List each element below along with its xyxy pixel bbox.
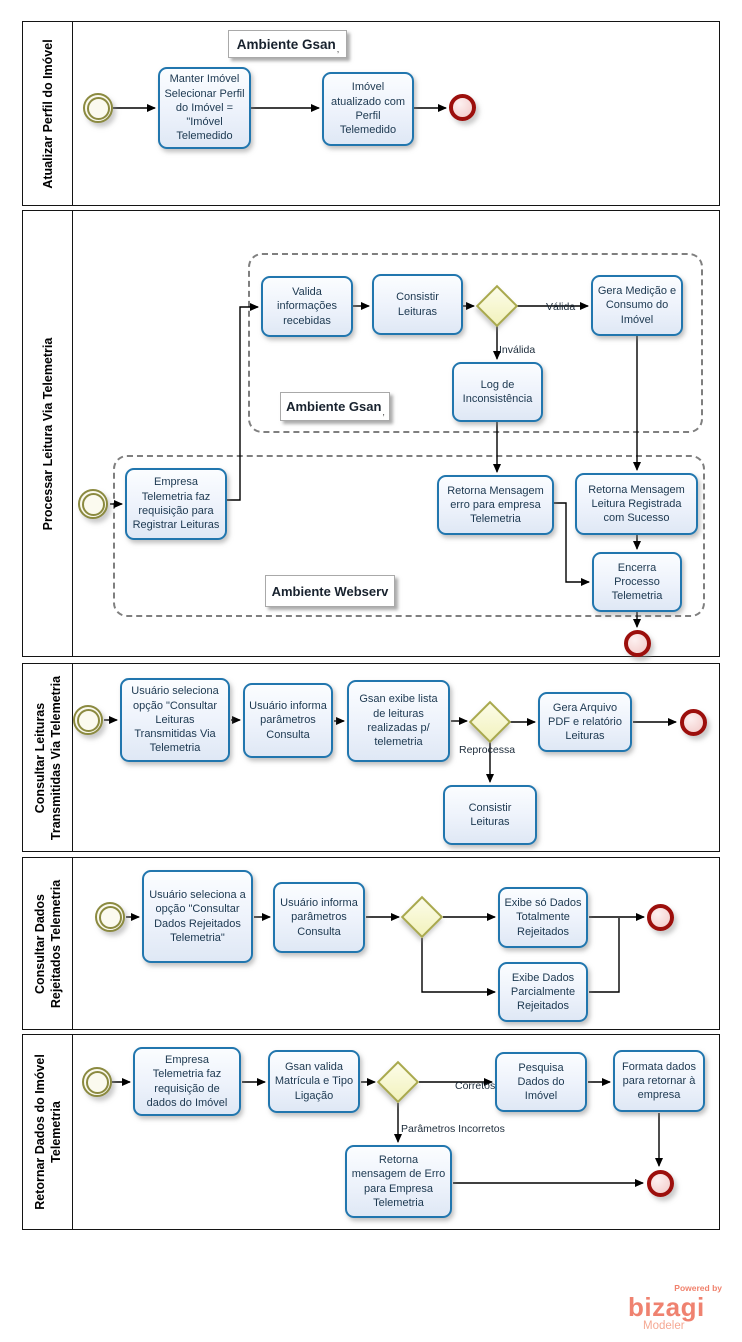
task-label: Gsan exibe lista de leituras realizadas … <box>359 693 438 749</box>
task-label: Gsan valida Matrícula e Tipo Ligação <box>274 1061 354 1102</box>
group-ambiente-webserv[interactable] <box>113 455 705 617</box>
gateway-leitura-valida[interactable] <box>475 284 519 328</box>
task-label: Exibe Dados Parcialmente Rejeitados <box>510 971 576 1013</box>
task-label: Retorna mensagem de Erro para Empresa Te… <box>351 1153 446 1209</box>
task-gera-medicao[interactable]: Gera Medição e Consumo do Imóvel <box>591 275 683 336</box>
annotation-ambiente-gsan-lane2[interactable]: Ambiente Gsan, <box>280 392 390 421</box>
task-usuario-seleciona-dados-rejeitados[interactable]: Usuário seleciona a opção "Consultar Dad… <box>142 870 253 963</box>
task-retorna-mensagem-erro-l5[interactable]: Retorna mensagem de Erro para Empresa Te… <box>345 1145 452 1218</box>
task-label: Encerra Processo Telemetria <box>611 561 663 603</box>
edge-label-corretos: Corretos <box>455 1080 496 1092</box>
task-label: Empresa Telemetria faz requisição de dad… <box>146 1053 228 1109</box>
task-gera-arquivo-pdf[interactable]: Gera Arquivo PDF e relatório Leituras <box>538 692 632 752</box>
task-label: Usuário informa parâmetros Consulta <box>249 700 327 741</box>
task-label: Usuário informa parâmetros Consulta <box>280 897 358 938</box>
task-empresa-requisicao-dados[interactable]: Empresa Telemetria faz requisição de dad… <box>133 1047 241 1116</box>
task-label: Usuário seleciona a opção "Consultar Dad… <box>149 888 246 944</box>
end-event-atualizar-perfil[interactable] <box>449 94 476 121</box>
task-label: Consistir Leituras <box>468 801 512 828</box>
task-label: Formata dados para retornar à empresa <box>622 1060 696 1102</box>
task-label: Retorna Mensagem erro para empresa Telem… <box>447 484 544 526</box>
start-event-retornar-dados[interactable] <box>82 1067 112 1097</box>
bizagi-branding: Powered by bizagi Modeler <box>628 1284 724 1332</box>
task-empresa-requisicao-leituras[interactable]: Empresa Telemetria faz requisição para R… <box>125 468 227 540</box>
edge-label-valida: Válida <box>546 301 576 313</box>
task-imovel-atualizado[interactable]: Imóvel atualizado com Perfil Telemedido <box>322 72 414 146</box>
task-usuario-informa-parametros-l3[interactable]: Usuário informa parâmetros Consulta <box>243 683 333 758</box>
task-consistir-leituras-l3[interactable]: Consistir Leituras <box>443 785 537 845</box>
task-retorna-mensagem-sucesso[interactable]: Retorna Mensagem Leitura Registrada com … <box>575 473 698 535</box>
end-event-retornar-dados[interactable] <box>647 1170 674 1197</box>
task-label: Empresa Telemetria faz requisição para R… <box>132 476 220 532</box>
task-manter-imovel[interactable]: Manter Imóvel Selecionar Perfil do Imóve… <box>158 67 251 149</box>
start-event-consultar-leituras[interactable] <box>73 705 103 735</box>
end-event-consultar-dados[interactable] <box>647 904 674 931</box>
gateway-dados-rejeitados[interactable] <box>400 895 444 939</box>
task-label: Log de Inconsistência <box>462 378 533 405</box>
modeler-text: Modeler <box>643 1319 685 1332</box>
lane-header-processar-leitura[interactable]: Processar Leitura Via Telemetria <box>23 211 73 656</box>
task-consistir-leituras[interactable]: Consistir Leituras <box>372 274 463 335</box>
task-pesquisa-dados-imovel[interactable]: Pesquisa Dados do Imóvel <box>495 1052 587 1112</box>
task-label: Manter Imóvel Selecionar Perfil do Imóve… <box>164 73 245 143</box>
task-retorna-mensagem-erro[interactable]: Retorna Mensagem erro para empresa Telem… <box>437 475 554 535</box>
annotation-ambiente-gsan-lane1[interactable]: Ambiente Gsan, <box>228 30 347 58</box>
powered-by-text: Powered by <box>674 1283 722 1293</box>
task-exibe-dados-totalmente[interactable]: Exibe só Dados Totalmente Rejeitados <box>498 887 588 948</box>
task-gsan-valida-matricula[interactable]: Gsan valida Matrícula e Tipo Ligação <box>268 1050 360 1113</box>
lane-header-atualizar-perfil[interactable]: Atualizar Perfil do Imóvel <box>23 22 73 205</box>
task-label: Usuário seleciona opção "Consultar Leitu… <box>131 685 219 755</box>
task-label: Gera Arquivo PDF e relatório Leituras <box>548 701 622 743</box>
task-gsan-exibe-lista[interactable]: Gsan exibe lista de leituras realizadas … <box>347 680 450 762</box>
edge-label-reprocessa: Reprocessa <box>459 744 516 756</box>
task-encerra-processo[interactable]: Encerra Processo Telemetria <box>592 552 682 612</box>
task-label: Imóvel atualizado com Perfil Telemedido <box>331 81 405 137</box>
end-event-processar-leitura[interactable] <box>624 630 651 657</box>
task-label: Gera Medição e Consumo do Imóvel <box>597 285 677 326</box>
task-label: Exibe só Dados Totalmente Rejeitados <box>504 897 582 938</box>
edge-label-parametros-incorretos: Parâmetros Incorretos <box>401 1123 505 1135</box>
gateway-reprocessa[interactable] <box>468 700 512 744</box>
task-label: Retorna Mensagem Leitura Registrada com … <box>588 483 685 525</box>
annotation-ambiente-webserv[interactable]: Ambiente Webserv <box>265 575 395 607</box>
start-event-processar-leitura[interactable] <box>78 489 108 519</box>
task-log-inconsistencia[interactable]: Log de Inconsistência <box>452 362 543 422</box>
start-event-consultar-dados[interactable] <box>95 902 125 932</box>
edge-label-invalida: Inválida <box>499 344 536 356</box>
task-exibe-dados-parcialmente[interactable]: Exibe Dados Parcialmente Rejeitados <box>498 962 588 1022</box>
task-formata-dados[interactable]: Formata dados para retornar à empresa <box>613 1050 705 1112</box>
task-usuario-informa-parametros-l4[interactable]: Usuário informa parâmetros Consulta <box>273 882 365 953</box>
lane-title: Processar Leitura Via Telemetria <box>40 337 55 530</box>
task-usuario-seleciona-consultar-leituras[interactable]: Usuário seleciona opção "Consultar Leitu… <box>120 678 230 762</box>
bizagi-logo: bizagi <box>628 1291 705 1322</box>
start-event-atualizar-perfil[interactable] <box>83 93 113 123</box>
end-event-consultar-leituras[interactable] <box>680 709 707 736</box>
task-label: Pesquisa Dados do Imóvel <box>517 1061 565 1103</box>
task-label: Valida informações recebidas <box>277 286 337 327</box>
task-valida-informacoes[interactable]: Valida informações recebidas <box>261 276 353 337</box>
lane-title: Atualizar Perfil do Imóvel <box>40 38 55 189</box>
gateway-parametros[interactable] <box>376 1060 420 1104</box>
task-label: Consistir Leituras <box>396 291 439 318</box>
